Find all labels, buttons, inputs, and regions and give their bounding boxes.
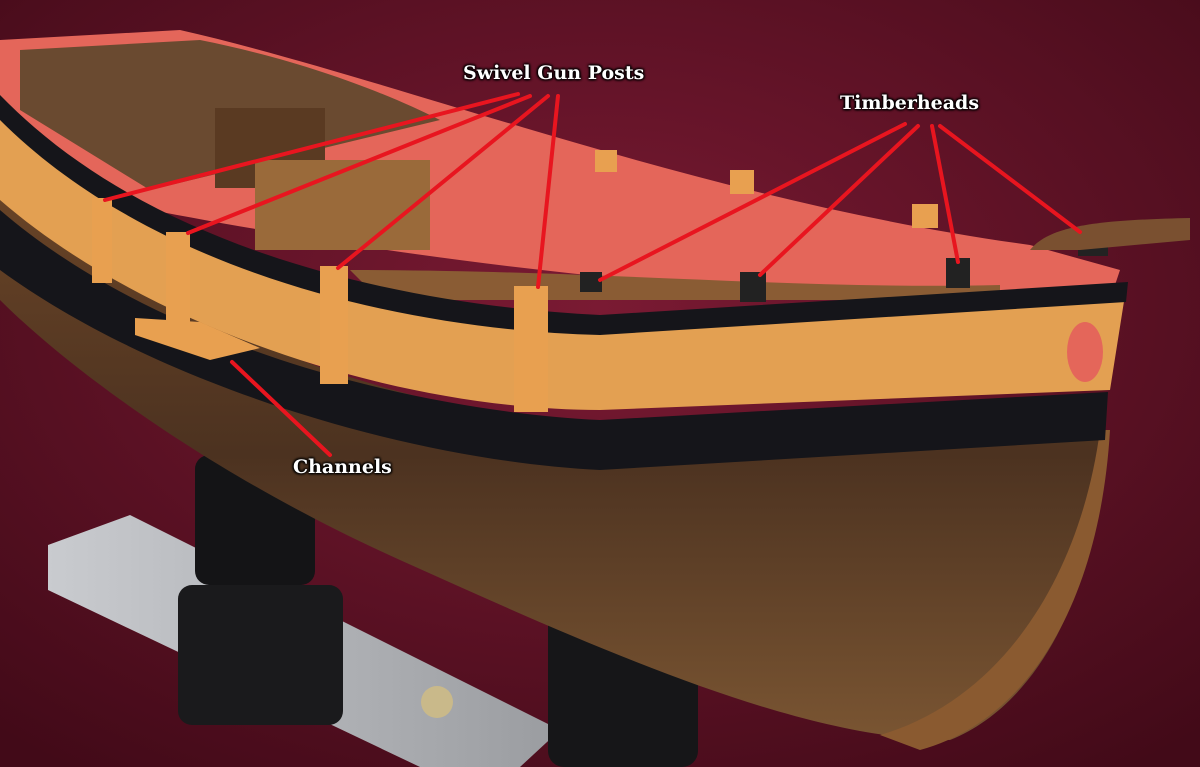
label-swivel-gun-posts: Swivel Gun Posts — [463, 62, 645, 84]
swivel-gun-post — [320, 266, 348, 384]
swivel-gun-post — [92, 198, 112, 283]
cap-rail — [0, 95, 1128, 335]
timberhead — [740, 272, 766, 302]
deck — [350, 270, 1000, 300]
bowsprit-knee — [1030, 218, 1190, 250]
yellow-strake — [0, 100, 1125, 410]
hawse-hole — [1067, 322, 1103, 382]
deck-cabin — [255, 160, 430, 250]
annotation-lines — [103, 92, 1082, 457]
label-timberheads: Timberheads — [840, 92, 980, 114]
stand-nut — [421, 686, 453, 718]
deck-post — [595, 150, 617, 172]
channels — [135, 318, 260, 360]
deck-post — [730, 170, 754, 194]
swivel-gun-post — [166, 232, 190, 327]
stem — [880, 430, 1110, 750]
stand-clamp — [178, 585, 343, 725]
deck-post — [912, 204, 938, 228]
label-channels: Channels — [293, 456, 392, 478]
swivel-gun-post — [514, 286, 548, 412]
timberhead — [580, 272, 602, 292]
